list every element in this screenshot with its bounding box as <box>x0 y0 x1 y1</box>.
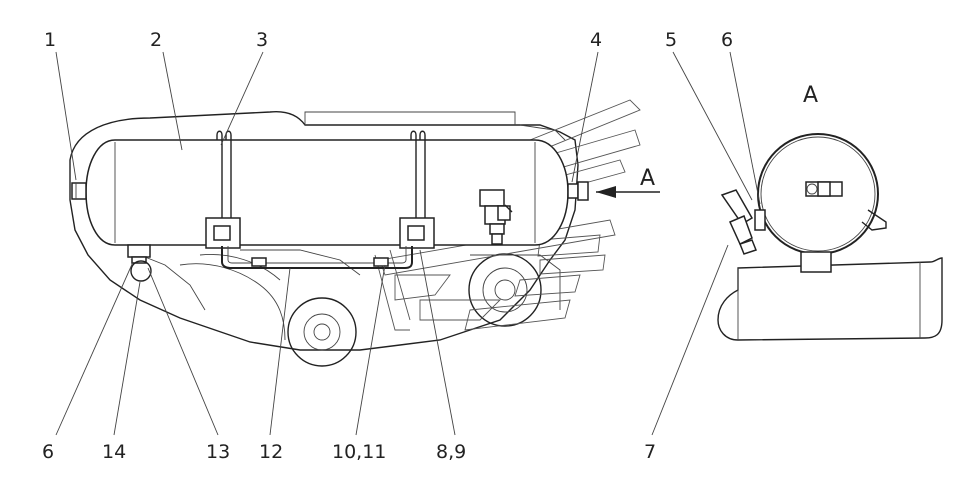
end-plug-left <box>71 182 87 200</box>
pulley-lower <box>287 297 357 367</box>
end-fitting-right <box>567 181 589 201</box>
callouts-bottom: 6 14 13 12 10,11 8,9 7 <box>42 441 656 463</box>
frame-outline <box>69 110 579 351</box>
callout-10-11: 10,11 <box>332 441 386 463</box>
section-view-label: A <box>803 83 818 108</box>
leader-lines <box>55 51 761 436</box>
section-view-a: A <box>717 83 943 341</box>
tap-valve <box>479 189 513 245</box>
callout-3: 3 <box>256 29 268 51</box>
clamp-band-right <box>399 130 435 249</box>
callout-5: 5 <box>665 29 677 51</box>
callout-2: 2 <box>150 29 162 51</box>
drain-valve <box>127 244 152 282</box>
callout-12: 12 <box>259 441 283 463</box>
callout-7: 7 <box>644 441 656 463</box>
callout-14: 14 <box>102 441 126 463</box>
callout-4: 4 <box>590 29 602 51</box>
view-arrow-label: A <box>640 166 655 191</box>
callouts-top: 1 2 3 4 5 6 <box>44 29 733 51</box>
callout-6-top: 6 <box>721 29 733 51</box>
callout-6-bottom: 6 <box>42 441 54 463</box>
callout-8-9: 8,9 <box>436 441 466 463</box>
callout-13: 13 <box>206 441 230 463</box>
view-arrow: A <box>596 166 660 198</box>
callout-1: 1 <box>44 29 56 51</box>
mounting-bracket <box>221 246 413 269</box>
